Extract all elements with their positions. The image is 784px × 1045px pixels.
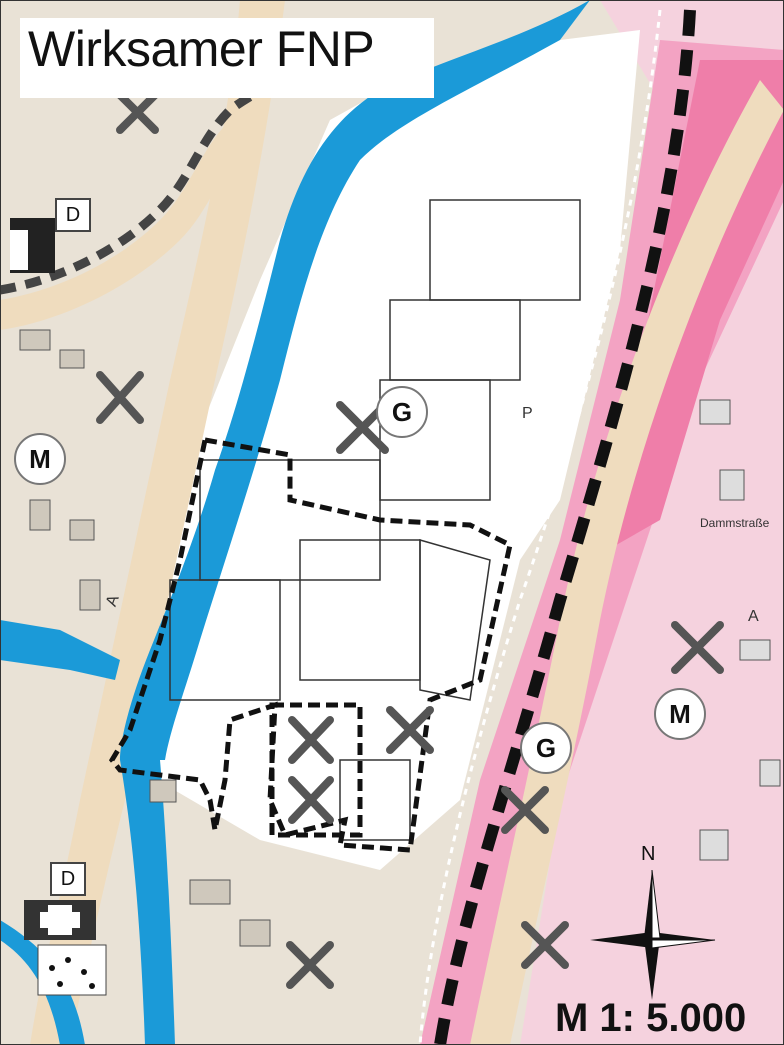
parking-label: P [522, 405, 533, 422]
x-marker [116, 91, 159, 134]
land-use-label-m-left: M [14, 433, 66, 485]
monument-symbol-icon [24, 900, 107, 996]
road-label-a-right: A [748, 608, 759, 625]
x-marker [286, 941, 334, 989]
road-upper-left [0, 120, 250, 330]
river-branch [0, 620, 120, 680]
river-lower [120, 760, 175, 1045]
north-label: N [641, 843, 656, 865]
monument-label-d-bottom: D [50, 862, 86, 896]
houses-left [19, 329, 271, 947]
x-marker [288, 716, 334, 764]
industrial-area [140, 30, 640, 870]
scale-label: M 1: 5.000 [555, 996, 747, 1040]
railway-line-1 [434, 9, 696, 1045]
map-title: Wirksamer FNP [28, 21, 375, 77]
x-marker [386, 706, 434, 754]
north-arrow-icon [590, 869, 716, 1000]
land-use-label-g-bottom: G [520, 722, 572, 774]
houses-right [699, 399, 781, 861]
land-use-label-m-right: M [654, 688, 706, 740]
white-block-symbol [10, 230, 28, 270]
x-marker [96, 371, 144, 424]
x-marker [671, 621, 724, 674]
plan-boundary-inner [269, 702, 363, 838]
x-marker [501, 786, 549, 834]
road-left [30, 0, 285, 1045]
area-boundary-top [0, 35, 382, 295]
x-markers [96, 91, 724, 989]
title-box [20, 18, 434, 98]
x-marker [288, 776, 334, 824]
monument-label-d-top: D [55, 198, 91, 232]
river [120, 0, 590, 760]
street-name-label: Dammstraße [700, 516, 770, 530]
x-marker [521, 921, 569, 969]
plan-boundary [108, 437, 513, 853]
railway-line-2 [418, 9, 662, 1045]
road-right [470, 80, 784, 1045]
land-use-label-g-top: G [376, 386, 428, 438]
